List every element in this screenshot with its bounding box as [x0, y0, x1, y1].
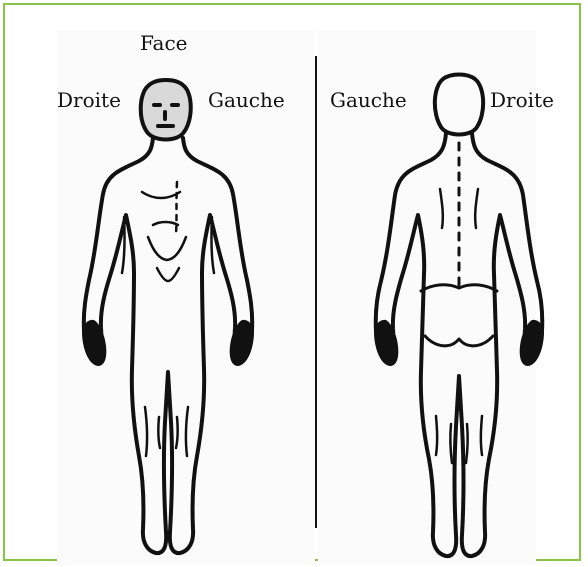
- front-back-divider: [315, 56, 317, 528]
- back-head: [435, 75, 483, 135]
- back-body-figure: [368, 71, 548, 561]
- front-title-label: Face: [140, 31, 187, 55]
- front-head: [141, 80, 191, 140]
- front-body-figure: [76, 74, 256, 564]
